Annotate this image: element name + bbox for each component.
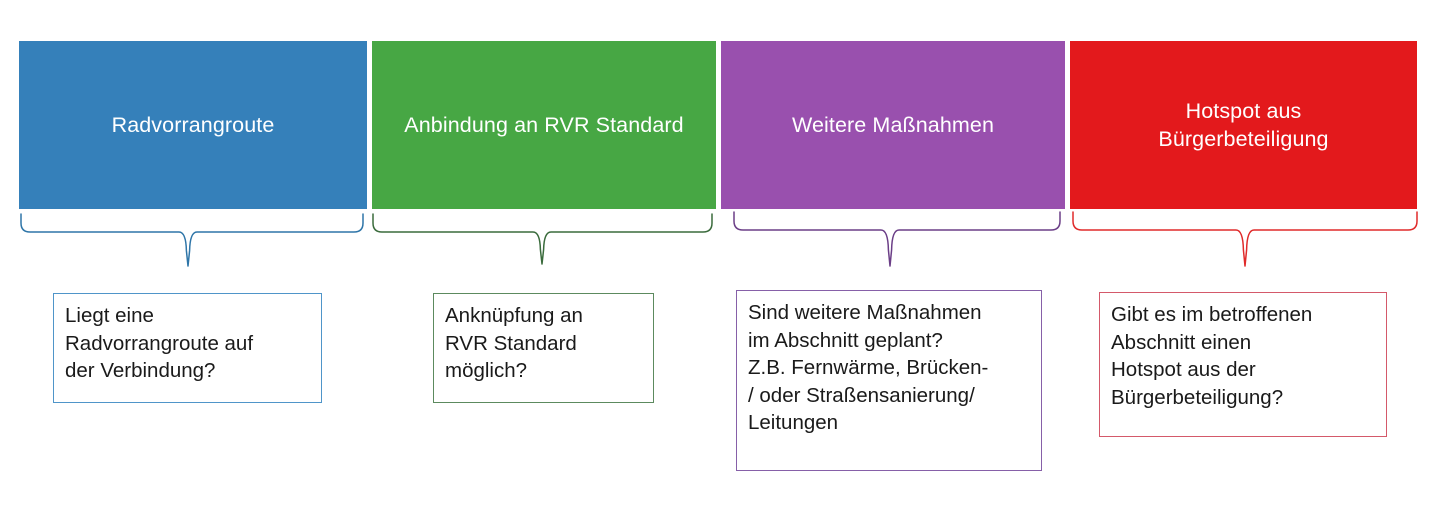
header-cell-weitere-massnahmen[interactable]: Weitere Maßnahmen xyxy=(721,41,1065,209)
header-band: Radvorrangroute Anbindung an RVR Standar… xyxy=(19,41,1417,209)
brace-radvorrangroute xyxy=(20,213,364,267)
question-text-radvorrangroute: Liegt eine Radvorrangroute auf der Verbi… xyxy=(65,304,254,383)
question-text-weitere-massnahmen: Sind weitere Maßnahmen im Abschnitt gepl… xyxy=(748,301,989,435)
header-label-anbindung-rvr-standard: Anbindung an RVR Standard xyxy=(404,112,684,137)
question-box-hotspot-buergerbeteiligung[interactable]: Gibt es im betroffenen Abschnitt einen H… xyxy=(1099,292,1387,437)
header-cell-hotspot-buergerbeteiligung[interactable]: Hotspot aus Bürgerbeteiligung xyxy=(1070,41,1417,209)
brace-hotspot-buergerbeteiligung xyxy=(1072,211,1418,267)
question-box-weitere-massnahmen[interactable]: Sind weitere Maßnahmen im Abschnitt gepl… xyxy=(736,290,1042,471)
header-cell-radvorrangroute[interactable]: Radvorrangroute xyxy=(19,41,367,209)
brace-weitere-massnahmen xyxy=(733,211,1061,267)
question-text-anbindung-rvr-standard: Anknüpfung an RVR Standard möglich? xyxy=(445,304,583,383)
question-box-anbindung-rvr-standard[interactable]: Anknüpfung an RVR Standard möglich? xyxy=(433,293,654,403)
header-label-weitere-massnahmen: Weitere Maßnahmen xyxy=(791,112,995,137)
question-text-hotspot-buergerbeteiligung: Gibt es im betroffenen Abschnitt einen H… xyxy=(1111,303,1313,409)
header-label-radvorrangroute: Radvorrangroute xyxy=(111,112,275,137)
question-box-radvorrangroute[interactable]: Liegt eine Radvorrangroute auf der Verbi… xyxy=(53,293,322,403)
header-label-hotspot-buergerbeteiligung: Hotspot aus Bürgerbeteiligung xyxy=(1158,98,1329,151)
brace-anbindung-rvr-standard xyxy=(372,213,713,265)
header-cell-anbindung-rvr-standard[interactable]: Anbindung an RVR Standard xyxy=(372,41,716,209)
